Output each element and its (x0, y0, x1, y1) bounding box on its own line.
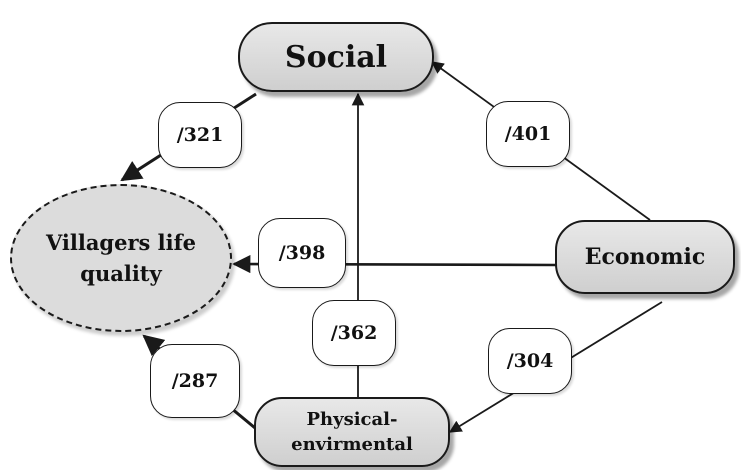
node-physical-label-line2: envirmental (291, 434, 413, 455)
coefficient-label: /398 (278, 242, 326, 264)
coefficient-label: /362 (330, 322, 378, 344)
node-physical-environmental: Physical- envirmental (254, 397, 450, 467)
coefficient-economic-to-physical: /304 (488, 328, 572, 394)
node-villagers-label-line1: Villagers life (45, 230, 197, 255)
node-social: Social (238, 22, 434, 92)
coefficient-label: /321 (176, 124, 224, 146)
node-economic: Economic (555, 220, 735, 294)
coefficient-label: /287 (171, 370, 219, 392)
coefficient-physical-to-social: /362 (312, 300, 396, 366)
node-economic-label: Economic (584, 244, 706, 270)
coefficient-label: /304 (506, 350, 554, 372)
coefficient-physical-to-villagers: /287 (150, 344, 240, 418)
node-villagers-label-line2: quality (80, 261, 162, 286)
node-social-label: Social (284, 39, 388, 75)
coefficient-social-to-villagers: /321 (158, 102, 242, 168)
coefficient-economic-to-social: /401 (486, 101, 570, 167)
coefficient-economic-to-villagers: /398 (258, 218, 346, 288)
node-villagers-life-quality: Villagers life quality (10, 184, 232, 332)
coefficient-label: /401 (504, 123, 552, 145)
node-physical-label-line1: Physical- (306, 409, 398, 430)
